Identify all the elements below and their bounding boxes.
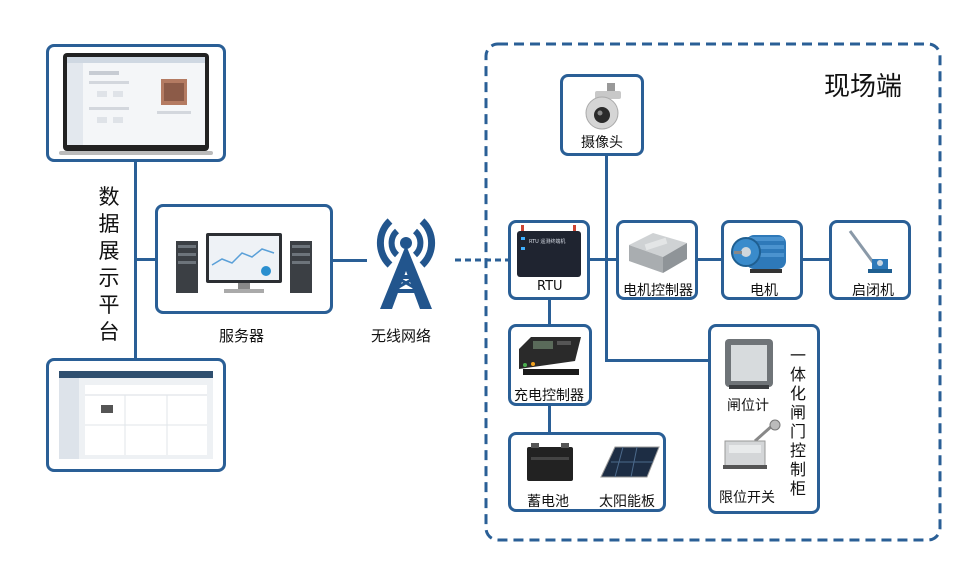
hoist-icon bbox=[848, 230, 892, 273]
camera-line-to-cabinet-horizontal bbox=[605, 359, 709, 362]
charge-controller-label: 充电控制器 bbox=[514, 388, 584, 404]
cabinet-label-char-6: 控 bbox=[789, 441, 806, 460]
cabinet-label-char-7: 制 bbox=[789, 460, 806, 479]
rtu-box: RTU 遥测终端机 RTU bbox=[508, 220, 590, 300]
platform-label-char-5: 平 bbox=[98, 293, 120, 317]
rtu-label: RTU bbox=[537, 279, 563, 294]
camera-icon bbox=[585, 83, 621, 130]
solar-label: 太阳能板 bbox=[599, 494, 655, 510]
motor-to-hoist-connector bbox=[801, 258, 831, 261]
motor-box: 电机 bbox=[721, 220, 803, 300]
server-label: 服务器 bbox=[219, 327, 265, 345]
gate-meter-icon bbox=[725, 339, 773, 389]
hoist-label: 启闭机 bbox=[852, 283, 894, 299]
rtu-to-motor-controller-connector bbox=[589, 258, 619, 261]
cabinet-label-char-4: 闸 bbox=[789, 403, 806, 422]
camera-box: 摄像头 bbox=[560, 74, 644, 156]
motor-controller-icon bbox=[629, 233, 687, 273]
motor-controller-label: 电机控制器 bbox=[623, 283, 693, 299]
cabinet-label-char-1: 一 bbox=[789, 346, 806, 365]
rtu-device-icon bbox=[517, 225, 581, 277]
motor-label: 电机 bbox=[750, 283, 778, 299]
wireless-tower-icon bbox=[376, 218, 436, 309]
platform-label-char-4: 示 bbox=[98, 266, 120, 290]
charge-controller-to-battery-connector bbox=[548, 406, 551, 432]
charge-controller-box: 充电控制器 bbox=[508, 324, 592, 406]
power-supply-box: 蓄电池 太阳能板 bbox=[508, 432, 666, 512]
cabinet-label-char-2: 体 bbox=[789, 365, 806, 384]
platform-to-server-connector bbox=[136, 258, 158, 261]
field-region-border bbox=[484, 42, 942, 542]
camera-label: 摄像头 bbox=[581, 135, 623, 151]
web-list-screenshot bbox=[59, 371, 213, 459]
platform-label-char-1: 数 bbox=[98, 185, 120, 209]
field-region-title: 现场端 bbox=[824, 72, 903, 102]
hoist-box: 启闭机 bbox=[829, 220, 911, 300]
rtu-device-text: RTU 遥测终端机 bbox=[529, 239, 566, 245]
server-icon bbox=[176, 233, 312, 293]
gate-cabinet-box: 闸位计 限位开关 bbox=[708, 324, 820, 514]
server-to-wireless-connector bbox=[333, 259, 367, 262]
cabinet-label-char-5: 门 bbox=[789, 422, 806, 441]
platform-top-screen-box bbox=[46, 44, 226, 162]
limit-switch-icon bbox=[723, 419, 781, 469]
cabinet-label-char-3: 化 bbox=[789, 384, 806, 403]
wireless-label: 无线网络 bbox=[371, 327, 432, 345]
cabinet-label: 一 体 化 闸 门 控 制 柜 bbox=[787, 346, 809, 498]
platform-bottom-screen-box bbox=[46, 358, 226, 472]
solar-panel-icon bbox=[600, 446, 660, 478]
gate-meter-label: 闸位计 bbox=[727, 398, 769, 414]
motor-controller-box: 电机控制器 bbox=[616, 220, 698, 300]
limit-switch-label: 限位开关 bbox=[719, 490, 775, 506]
web-dashboard-screenshot bbox=[59, 53, 213, 155]
battery-label: 蓄电池 bbox=[527, 494, 569, 510]
battery-icon bbox=[527, 443, 573, 481]
platform-label-char-6: 台 bbox=[98, 320, 120, 344]
motor-controller-to-motor-connector bbox=[697, 258, 723, 261]
motor-icon bbox=[731, 235, 786, 273]
cabinet-label-char-8: 柜 bbox=[789, 479, 806, 498]
platform-label: 数 据 展 示 平 台 bbox=[96, 184, 122, 346]
platform-vertical-connector bbox=[134, 162, 137, 360]
platform-label-char-2: 据 bbox=[98, 212, 120, 236]
rtu-to-charge-controller-connector bbox=[548, 300, 551, 324]
server-box bbox=[155, 204, 333, 314]
charge-controller-icon bbox=[519, 337, 581, 375]
platform-label-char-3: 展 bbox=[98, 239, 120, 263]
